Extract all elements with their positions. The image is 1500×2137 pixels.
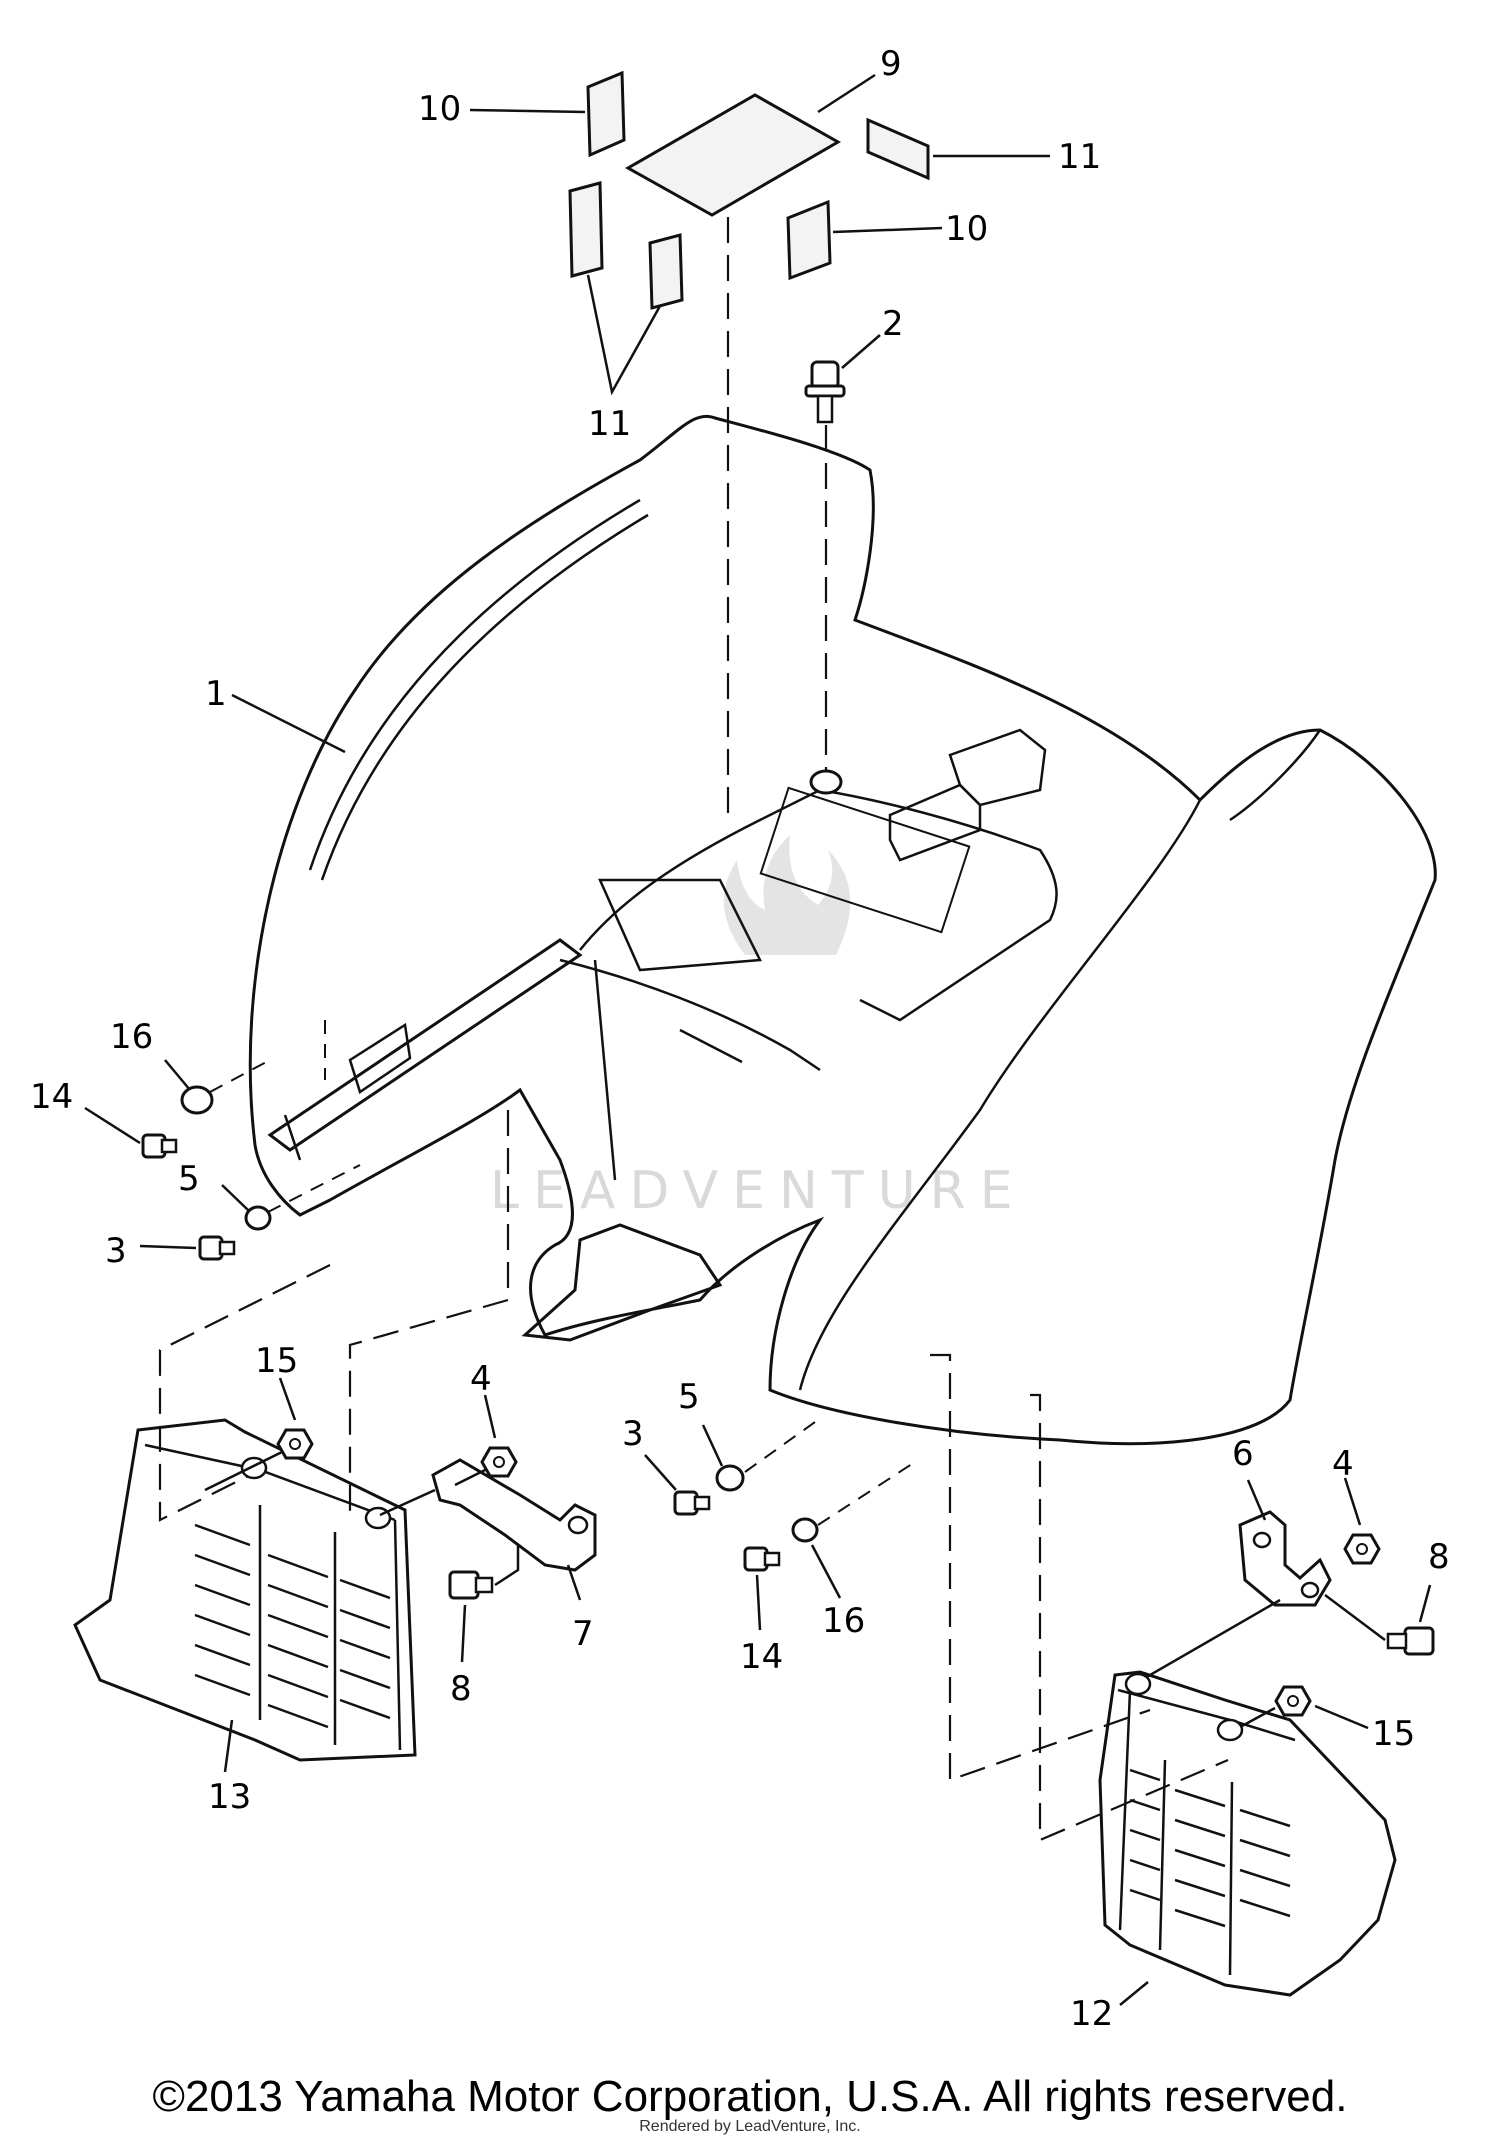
- callout-11-right: 11: [1058, 137, 1101, 177]
- nut15-to-flap: [204, 1450, 283, 1492]
- c12-leader: [1119, 1981, 1149, 2006]
- callout-6: 6: [1232, 1434, 1254, 1474]
- mud-flap-12: [1098, 1670, 1397, 1997]
- pad-11-left-a: [568, 181, 604, 278]
- callout-10-top: 10: [418, 89, 461, 129]
- pad-10b-leader: [832, 226, 943, 234]
- c5a-leader: [221, 1184, 249, 1211]
- seat-pad: [624, 93, 842, 217]
- c7-leader: [566, 1564, 582, 1601]
- c3a-leader: [139, 1244, 197, 1250]
- bracket-6: [1238, 1510, 1332, 1607]
- callout-11-left: 11: [588, 404, 631, 444]
- left-route-2: [348, 1110, 510, 1520]
- callout-16-left: 16: [110, 1017, 153, 1057]
- watermark: LEADVENTURE: [490, 835, 1027, 1221]
- pad-10a-leader: [469, 108, 586, 114]
- callout-3-left: 3: [105, 1231, 127, 1271]
- callout-14-right: 14: [740, 1637, 783, 1677]
- callout-2: 2: [882, 304, 904, 344]
- callout-3-right: 3: [622, 1414, 644, 1454]
- watermark-text: LEADVENTURE: [490, 1161, 1027, 1221]
- left-hw-axis-1: [209, 1020, 326, 1093]
- c5b-leader: [701, 1424, 724, 1467]
- nut-15-right: [1274, 1685, 1312, 1717]
- pad-11-right: [866, 117, 930, 181]
- bolt-8-right: [1386, 1626, 1435, 1656]
- callout-14-left: 14: [30, 1077, 73, 1117]
- c14b-leader: [755, 1574, 762, 1631]
- bolt8r-to-bracket: [1324, 1594, 1386, 1641]
- nut-4-left: [480, 1446, 518, 1478]
- callout-4-right: 4: [1332, 1444, 1354, 1484]
- bolt8-to-bracket: [494, 1545, 520, 1587]
- c6-leader: [1246, 1479, 1267, 1521]
- callout-5-left: 5: [178, 1159, 200, 1199]
- right-route-2: [1030, 1393, 1229, 1842]
- c15b-leader: [1314, 1704, 1369, 1730]
- copyright-notice: ©2013 Yamaha Motor Corporation, U.S.A. A…: [152, 2072, 1348, 2121]
- right-hardware: [673, 1464, 819, 1572]
- callout-labels: 1 2 3 3 4 4 5 5 6 7 8 8 9 10 10 11 11 12…: [30, 44, 1450, 2034]
- rear-fender: [248, 414, 1437, 1446]
- right-route-1: [930, 1353, 1151, 1782]
- c4a-leader: [483, 1394, 497, 1439]
- callout-15-right: 15: [1372, 1714, 1415, 1754]
- bracket6-to-flap: [1137, 1598, 1281, 1684]
- nut4-to-bracket: [454, 1468, 486, 1487]
- callout-13: 13: [208, 1777, 251, 1817]
- c16b-leader: [810, 1544, 842, 1599]
- mud-flap-13: [73, 1418, 417, 1762]
- pad-11b-leader: [586, 274, 662, 396]
- c13-leader: [223, 1719, 234, 1773]
- pad-10-lower: [786, 199, 832, 281]
- left-route-1: [158, 1264, 331, 1522]
- bolt-2-callout-leader: [841, 334, 881, 369]
- fender-leader: [231, 693, 346, 754]
- c4b-leader: [1343, 1477, 1362, 1526]
- pad-10-upper: [586, 70, 626, 158]
- c3b-leader: [644, 1454, 677, 1491]
- callout-8-right: 8: [1428, 1537, 1450, 1577]
- c15a-leader: [278, 1377, 297, 1421]
- right-hw-axis-1: [744, 1421, 816, 1473]
- nut-4-right: [1343, 1533, 1381, 1565]
- c14a-leader: [84, 1106, 141, 1145]
- left-hardware: [141, 1085, 272, 1261]
- nut15r-to-flap: [1241, 1706, 1276, 1728]
- c8a-leader: [460, 1604, 467, 1663]
- right-hw-axis-2: [817, 1461, 916, 1526]
- nut-15-left: [276, 1428, 314, 1460]
- rendered-by-note: Rendered by LeadVenture, Inc.: [639, 2118, 861, 2135]
- pad-9-leader: [817, 73, 876, 114]
- callout-12: 12: [1070, 1994, 1113, 2034]
- pad-11-left-b: [648, 233, 684, 310]
- callout-15-left: 15: [255, 1341, 298, 1381]
- left-hw-axis-2: [267, 1164, 361, 1213]
- c16a-leader: [164, 1059, 191, 1091]
- bracket-to-flap: [379, 1488, 436, 1517]
- callout-9: 9: [880, 44, 902, 84]
- callout-16-right: 16: [822, 1601, 865, 1641]
- callout-10-right: 10: [945, 209, 988, 249]
- bolt-8-left: [448, 1570, 494, 1600]
- callout-5-right: 5: [678, 1377, 700, 1417]
- bolt-2: [804, 360, 846, 424]
- callout-8-left: 8: [450, 1669, 472, 1709]
- c8b-leader: [1418, 1584, 1432, 1623]
- bracket-7: [431, 1458, 597, 1572]
- callout-4-left: 4: [470, 1359, 492, 1399]
- callout-7: 7: [572, 1614, 594, 1654]
- callout-1: 1: [205, 674, 227, 714]
